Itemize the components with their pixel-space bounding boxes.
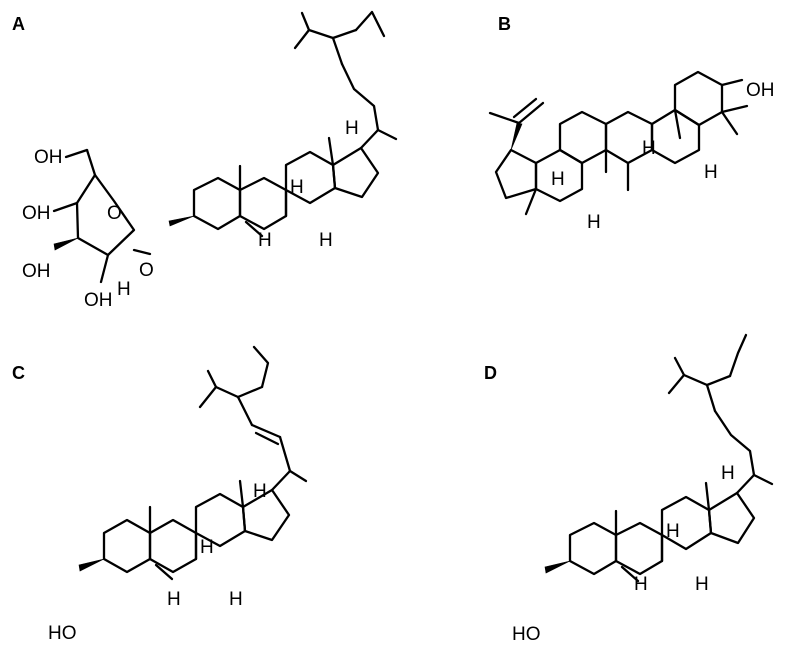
wedge-bond [53,237,79,251]
side-chain-bond [667,356,686,395]
structure-d: HO H H H H [512,333,774,645]
panel-label-d: D [484,363,497,383]
side-chain-bond [250,423,282,439]
methyl-bond [673,108,682,140]
wedge-bond [510,122,523,151]
isopropenyl-bond [488,111,521,125]
sugar-bond [99,253,110,284]
atom-label: H [319,230,333,251]
side-chain-bond [293,11,311,50]
sugar-bond [64,148,89,159]
atom-label: H [117,279,131,300]
atom-label: H [345,118,359,139]
atom-label: OH [22,203,51,224]
side-chain-bond [331,36,344,66]
side-chain-bond [340,62,380,132]
ring-a [102,518,152,574]
atom-label: OH [34,147,63,168]
ring-a [673,70,724,127]
panel-label-b: B [498,14,511,34]
ring-b [148,518,198,574]
side-chain-bond [270,469,292,492]
methyl-bond [524,187,538,216]
atom-label: H [290,177,304,198]
side-chain-bond [359,128,380,150]
side-chain-bond [752,473,774,486]
side-chain-bond [236,395,254,427]
panel-label-c: C [12,363,25,383]
methyl-bond [327,136,335,167]
methyl-bond [720,110,739,136]
atom-label: H [634,574,648,595]
atom-label: H [666,521,680,542]
side-chain-bond [705,383,717,413]
ring-d [331,146,380,199]
structure-c: HO H H H H [48,345,308,644]
atom-label: O [139,260,154,281]
panel-a: A [0,0,401,322]
side-chain-bond [376,128,398,141]
ring-a [192,176,242,231]
side-chain-bond [705,374,732,387]
atom-label: H [200,537,214,558]
atom-label: OH [746,80,775,101]
atom-label: H [695,574,709,595]
methyl-bond [720,104,749,114]
side-chain-bond [214,385,240,399]
atom-label: H [253,481,267,502]
methyl-bond [238,479,245,509]
side-chain-bond [354,10,386,38]
sugar-bond [52,201,79,213]
side-chain-bond [278,435,292,473]
ring-d [707,491,756,545]
wedge-bond [78,558,105,572]
sugar-bond [85,148,97,177]
ring-f [494,148,538,200]
ring-a [568,521,618,576]
atom-label: OH [22,261,51,282]
wedge-bond [544,560,571,574]
atom-label: HO [48,623,77,644]
sugar-ring [75,173,136,257]
panel-label-a: A [12,14,25,34]
double-bond [154,563,174,581]
side-chain-bond [236,385,264,399]
side-chain-bond [252,345,270,389]
atom-label: O [107,203,122,224]
side-chain-bond [735,473,756,495]
atom-label: H [229,589,243,610]
atom-label: H [721,463,735,484]
glycoside-bond [132,248,152,256]
atom-label: H [167,589,181,610]
panel-b: B OH H [402,0,803,322]
atom-label: H [551,169,565,190]
atom-label: H [704,162,718,183]
side-chain-bond [682,373,709,387]
side-chain-bond [307,28,335,40]
atom-label: H [258,230,272,251]
double-bond [620,565,640,583]
structure-b: OH H H H H [488,70,775,233]
atom-label: H [642,138,656,159]
side-chain-bond [198,369,218,409]
atom-label: OH [84,290,113,311]
methyl-bond [704,481,711,512]
double-bond [254,431,280,446]
double-bond [517,101,545,125]
structure-a: OH OH OH OH O O H H H H H [22,10,398,311]
atom-label: HO [512,624,541,645]
side-chain-bond [288,469,308,483]
double-bond [512,97,538,119]
side-chain-bond [713,409,756,477]
side-chain-bond [331,28,358,40]
hydroxyl-bond [720,78,744,87]
double-bond [244,220,264,238]
side-chain-bond [728,333,748,378]
panel-c: C HO H [0,323,401,645]
wedge-bond [168,215,195,227]
atom-label: H [587,212,601,233]
panel-d: D HO H H H [402,323,803,645]
